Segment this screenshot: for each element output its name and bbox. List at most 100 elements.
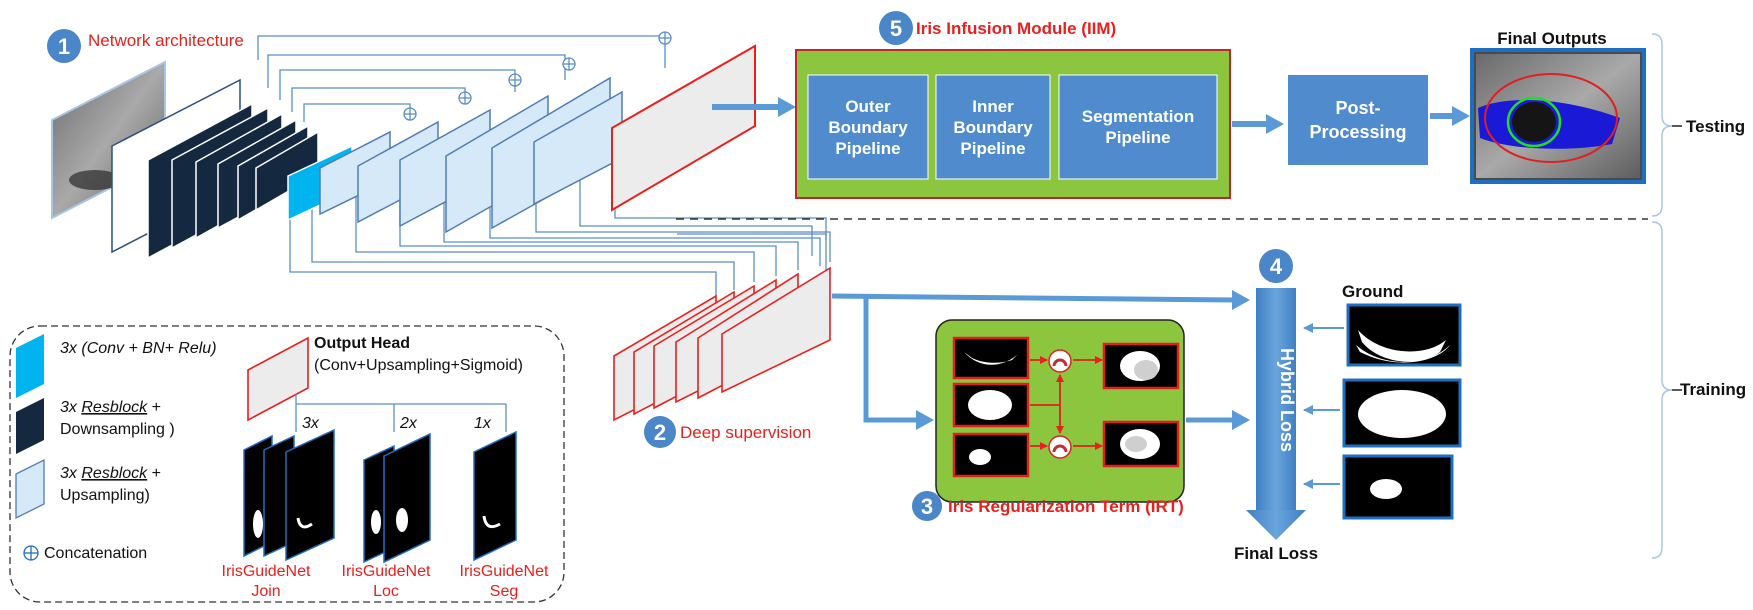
legend-resblock-word: Resblock: [81, 399, 148, 416]
legend-up-word: Resblock: [81, 465, 148, 482]
inner-line-3: Pipeline: [960, 139, 1025, 158]
training-label: Training: [1680, 380, 1746, 399]
step-1-circle: [47, 29, 81, 63]
final-output-image: [1470, 48, 1646, 184]
post-processing-box: Post- Processing: [1288, 75, 1428, 165]
outer-line-2: Boundary: [828, 118, 908, 137]
deep-supervision-label: Deep supervision: [680, 423, 811, 442]
iim-label: Iris Infusion Module (IIM): [916, 19, 1116, 38]
network-architecture-label: Network architecture: [88, 31, 244, 50]
supervision-head: [721, 266, 831, 394]
legend-down-swatch: [16, 398, 44, 454]
seg-line-1: Segmentation: [1082, 107, 1194, 126]
legend-output-head-desc: (Conv+Upsampling+Sigmoid): [314, 357, 523, 374]
svg-text:3x (Conv + BN+ Relu): 3x (Conv + BN+ Relu): [60, 340, 217, 357]
inner-line-2: Boundary: [953, 118, 1033, 137]
inner-line-1: Inner: [972, 97, 1014, 116]
concat-symbol: [658, 31, 672, 45]
svg-text:3x Resblock +: 3x Resblock +: [60, 465, 161, 482]
legend-output-head-title: Output Head: [314, 335, 410, 352]
step-2-number: 2: [654, 420, 666, 445]
legend-conv-swatch: [16, 334, 44, 398]
post-line-1: Post-: [1336, 98, 1381, 118]
hybrid-loss-label: Hybrid Loss: [1277, 348, 1297, 452]
legend-text: 3x (Conv + BN+ Relu) 3x Resblock + Downs…: [44, 335, 523, 562]
irt-red-arrows: [1030, 356, 1103, 450]
input-eye-image: [51, 60, 166, 220]
concat-symbol: [458, 91, 472, 105]
iris-infusion-module: [795, 49, 1231, 199]
final-outputs-label: Final Outputs: [1497, 29, 1607, 48]
step-3-number: 3: [921, 494, 933, 519]
segmentation-box: [1058, 74, 1218, 180]
training-arrows: [831, 293, 1235, 423]
legend-up-swatch: [15, 458, 45, 520]
step-4-circle: [1259, 249, 1293, 283]
post-line-2: Processing: [1309, 122, 1406, 142]
legend-up-prefix: 3x: [60, 465, 78, 482]
arrow-to-iim: [712, 97, 796, 117]
variant-join-line-1: IrisGuideNet: [222, 563, 311, 580]
irt-label: Iris Regularization Term (IRT): [948, 497, 1184, 516]
intersection-icon: [1048, 435, 1072, 459]
outer-line-3: Pipeline: [835, 139, 900, 158]
final-loss-label: Final Loss: [1234, 544, 1318, 563]
right-brackets: [1651, 33, 1682, 559]
arrow-to-final: [1430, 106, 1470, 126]
concat-symbol: [562, 57, 576, 71]
deep-supervision-lines: [289, 158, 831, 296]
outer-line-1: Outer: [845, 97, 891, 116]
intersection-icon: [1048, 349, 1072, 373]
legend-count-1x: 1x: [474, 415, 492, 432]
variant-loc: [363, 432, 431, 564]
arrow-to-post: [1232, 114, 1284, 134]
downsampling-blocks: [147, 102, 319, 260]
irt-images: [952, 336, 1180, 478]
step-3-circle: [912, 491, 942, 521]
variant-join-line-2: Join: [251, 583, 280, 600]
legend-resblock-prefix: 3x: [60, 399, 78, 416]
hybrid-loss-arrow: Hybrid Loss: [1246, 288, 1306, 540]
ground-label: Ground: [1342, 282, 1403, 301]
legend-upsampling: Upsampling): [60, 487, 150, 504]
step-5-number: 5: [890, 16, 902, 41]
variant-seg-line-1: IrisGuideNet: [460, 563, 549, 580]
step-4-number: 4: [1270, 254, 1283, 279]
ground-truth-images: [1342, 303, 1462, 520]
legend-concatenation: Concatenation: [44, 545, 147, 562]
variant-seg-line-2: Seg: [490, 583, 518, 600]
legend-conv-prefix: 3x: [60, 340, 78, 357]
outer-boundary-box: [807, 74, 929, 180]
testing-label: Testing: [1686, 117, 1745, 136]
variant-loc-line-2: Loc: [373, 583, 399, 600]
legend-concat-icon: [23, 545, 39, 561]
step-1-number: 1: [58, 34, 70, 59]
ground-truth-arrows: [1303, 323, 1344, 489]
svg-text:3x Resblock +: 3x Resblock +: [60, 399, 161, 416]
step-numbers: 1 2 3 4 5: [58, 16, 1283, 519]
step-circles: [47, 11, 1293, 521]
legend-conv-text: (Conv + BN+ Relu): [81, 340, 216, 357]
inner-boundary-box: [935, 74, 1051, 180]
training-arrowheads: [916, 290, 1250, 430]
irt-box: [935, 319, 1185, 503]
variant-labels: IrisGuideNet Join IrisGuideNet Loc IrisG…: [222, 563, 549, 600]
concat-symbols: [403, 31, 672, 121]
deep-supervision-heads: [613, 266, 831, 422]
step-2-circle: [644, 416, 676, 448]
output-head-main: [611, 44, 756, 212]
legend-tree-lines: [295, 394, 507, 432]
upsampling-blocks: [319, 76, 623, 234]
variant-loc-line-1: IrisGuideNet: [342, 563, 431, 580]
concat-symbol: [508, 73, 522, 87]
iim-box-text: Outer Boundary Pipeline Inner Boundary P…: [828, 97, 1194, 158]
legend-downsampling: Downsampling ): [60, 421, 175, 438]
variant-seg: [473, 430, 517, 562]
step-5-circle: [879, 11, 913, 45]
legend-count-3x: 3x: [302, 415, 320, 432]
legend-output-head-swatch: [247, 336, 309, 422]
seg-line-2: Pipeline: [1105, 128, 1170, 147]
legend-up-plus: +: [152, 465, 161, 482]
legend-box: [9, 325, 565, 603]
